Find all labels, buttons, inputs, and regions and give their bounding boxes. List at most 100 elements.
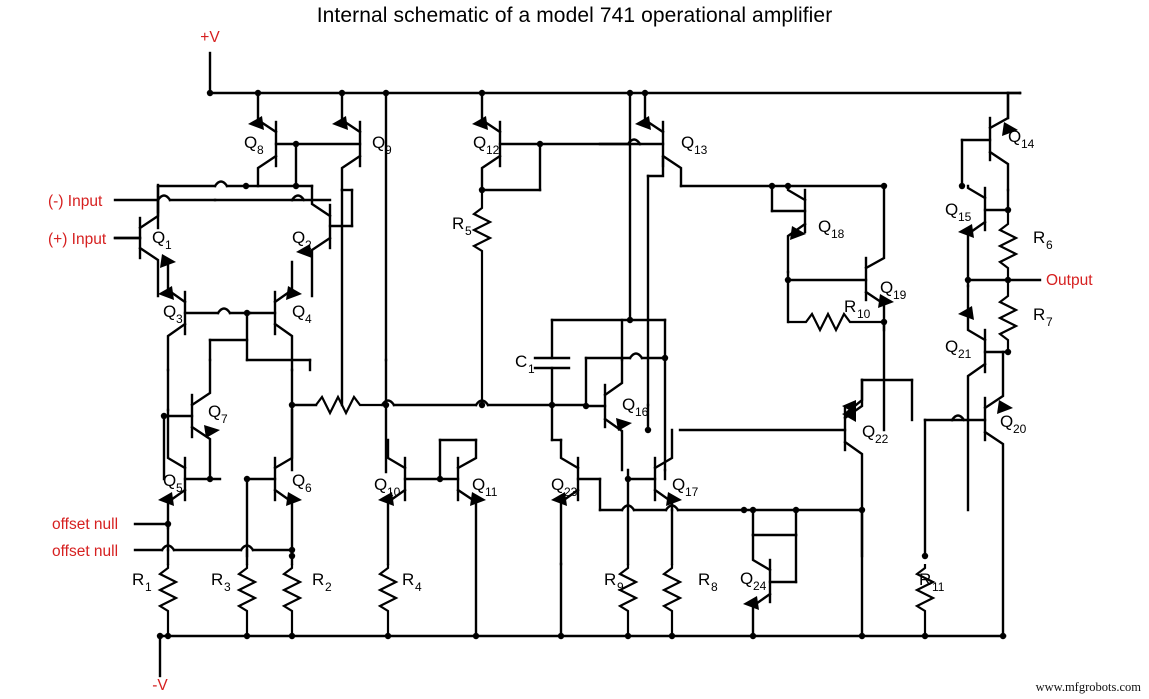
transistor-Q6 (243, 408, 302, 560)
label-Q16-sub: 16 (635, 405, 649, 419)
offset-null-nets (133, 520, 296, 566)
label-Q7-sub: 7 (221, 412, 228, 426)
label-Q21-sub: 21 (958, 347, 972, 361)
label-R2-base: R (312, 570, 324, 589)
transistor-Q22 (678, 378, 914, 558)
label-Q8-base: Q (244, 133, 257, 152)
transistor-Q18 (768, 182, 807, 324)
label-Q15-sub: 15 (958, 210, 972, 224)
label-Q15-base: Q (945, 200, 958, 219)
signal-bus-405 (288, 394, 652, 434)
label-Q12-sub: 12 (486, 143, 500, 157)
transistor-Q24 (743, 506, 866, 640)
label-Q5-base: Q (163, 471, 176, 490)
resistor-R6 (997, 210, 1019, 280)
label-Q23-base: Q (551, 475, 564, 494)
label-R6-sub: 6 (1046, 238, 1053, 252)
label-R9-sub: 9 (617, 580, 624, 594)
label-R8-base: R (698, 570, 710, 589)
label-Q3-base: Q (163, 302, 176, 321)
transistor-Q20 (923, 350, 1013, 638)
label-Q17-sub: 17 (685, 485, 699, 499)
label-R5-base: R (452, 214, 464, 233)
transistor-Q21 (958, 284, 1012, 422)
resistor-R7 (997, 280, 1019, 352)
label-R5-sub: 5 (465, 224, 472, 238)
label-R8-sub: 8 (711, 580, 718, 594)
resistor-R8 (661, 508, 683, 636)
resistor-R5 (471, 190, 493, 405)
label-R10-sub: 10 (857, 307, 871, 321)
label-R3-base: R (211, 570, 223, 589)
label-Q11-base: Q (472, 475, 485, 494)
label-Q19-sub: 19 (893, 288, 907, 302)
label-Q16-base: Q (622, 395, 635, 414)
label-Q6-sub: 6 (305, 481, 312, 495)
label-Q4-base: Q (292, 302, 305, 321)
label-Q14-base: Q (1008, 127, 1021, 146)
watermark: www.mfgrobots.com (1035, 680, 1141, 694)
label-Q11-sub: 11 (485, 485, 498, 499)
label-Q3-sub: 3 (176, 312, 183, 326)
terminal-offset-null-1: offset null (52, 516, 118, 533)
output-driver-bus-510 (598, 504, 864, 514)
label-Q14-sub: 14 (1021, 137, 1035, 151)
label-R7-sub: 7 (1046, 315, 1053, 329)
label-R10-base: R (844, 297, 856, 316)
resistor-R2 (281, 564, 303, 636)
mirror-vertical-net (382, 89, 390, 474)
label-Q22-sub: 22 (875, 432, 889, 446)
transistor-Q4 (248, 260, 302, 372)
label-Q4-sub: 4 (305, 312, 312, 326)
transistor-Q8 (206, 89, 300, 188)
label-R11-sub: 11 (932, 580, 945, 594)
transistor-Q12 (472, 89, 642, 194)
terminal-labels: +V -V (-) Input (+) Input offset null of… (48, 29, 1093, 694)
label-Q10-base: Q (374, 475, 387, 494)
label-R4-sub: 4 (415, 580, 422, 594)
label-R11-base: R (919, 570, 931, 589)
label-Q6-base: Q (292, 471, 305, 490)
transistor-Q15 (958, 184, 1012, 288)
transistor-Q3 (158, 260, 220, 372)
label-Q24-base: Q (740, 569, 753, 588)
transistor-Q5 (158, 408, 222, 530)
transistor-Q13 (598, 89, 886, 407)
label-Q17-base: Q (672, 475, 685, 494)
terminal-noninverting-input: (+) Input (48, 231, 107, 248)
label-R7-base: R (1033, 305, 1045, 324)
page-title: Internal schematic of a model 741 operat… (316, 4, 833, 27)
label-Q21-base: Q (945, 337, 958, 356)
label-R2-sub: 2 (325, 580, 332, 594)
label-Q13-base: Q (681, 133, 694, 152)
terminal-offset-null-2: offset null (52, 543, 118, 560)
power-rail-negative (158, 634, 1007, 678)
label-Q8-sub: 8 (257, 143, 264, 157)
terminal-v-plus: +V (200, 29, 220, 46)
transistor-Q17 (624, 428, 682, 566)
